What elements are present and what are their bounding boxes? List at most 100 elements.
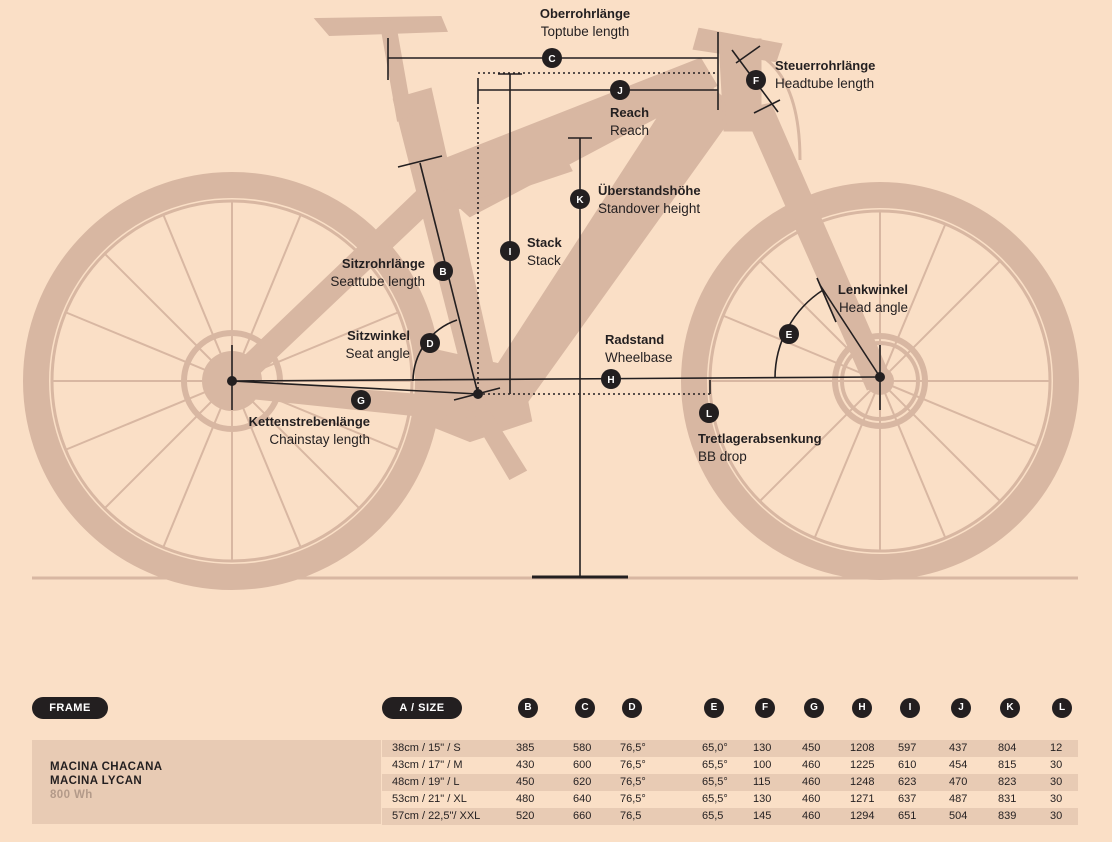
label-seattube: Sitzrohrlänge Seattube length (330, 256, 425, 289)
cell-b: 385 (516, 742, 535, 754)
badge-h: H (601, 369, 621, 389)
label-stack: Stack Stack (527, 235, 562, 268)
header-k: K (1000, 698, 1020, 718)
crank (462, 393, 528, 480)
cell-c: 620 (573, 776, 592, 788)
size-cell: 53cm / 21" / XL (392, 793, 467, 805)
cell-c: 580 (573, 742, 592, 754)
label-toptube: Oberrohrlänge Toptube length (539, 6, 631, 39)
model-name-1: MACINA CHACANA (50, 761, 163, 773)
cell-f: 130 (753, 742, 772, 754)
cell-k: 839 (998, 810, 1017, 822)
badge-f: F (746, 70, 766, 90)
header-h: H (852, 698, 872, 718)
size-cell: 48cm / 19" / L (392, 776, 460, 788)
svg-text:J: J (617, 86, 623, 97)
svg-text:D: D (426, 339, 433, 350)
wheelbase-line (231, 376, 881, 382)
cell-i: 623 (898, 776, 917, 788)
battery-label: 800 Wh (50, 789, 93, 801)
cell-j: 487 (949, 793, 968, 805)
model-name-2: MACINA LYCAN (50, 775, 143, 787)
cell-j: 454 (949, 759, 968, 771)
header-b: B (518, 698, 538, 718)
svg-text:B: B (439, 267, 446, 278)
label-seatangle: Sitzwinkel Seat angle (345, 328, 410, 361)
svg-text:H: H (607, 375, 614, 386)
cell-l: 30 (1050, 776, 1063, 788)
svg-text:I: I (509, 247, 512, 258)
header-c: C (575, 698, 595, 718)
header-d: D (622, 698, 642, 718)
svg-text:F: F (753, 76, 759, 87)
front-wheel (681, 182, 1079, 580)
cell-l: 12 (1050, 742, 1063, 754)
cell-e: 65,5° (702, 793, 728, 805)
cell-e: 65,5 (702, 810, 724, 822)
cell-i: 637 (898, 793, 917, 805)
pivot-dots (227, 372, 885, 399)
size-cell: 38cm / 15" / S (392, 742, 461, 754)
size-pill: A / SIZE (382, 697, 462, 719)
cell-d: 76,5° (620, 776, 646, 788)
svg-text:G: G (357, 396, 365, 407)
model-box (32, 740, 381, 824)
badge-j: J (610, 80, 630, 100)
cell-e: 65,0° (702, 742, 728, 754)
cell-k: 804 (998, 742, 1017, 754)
cell-b: 480 (516, 793, 535, 805)
cell-l: 30 (1050, 793, 1063, 805)
badge-k: K (570, 189, 590, 209)
svg-text:K: K (576, 195, 584, 206)
bike-silhouette (23, 15, 1079, 590)
header-i: I (900, 698, 920, 718)
cell-g: 450 (802, 742, 821, 754)
seatstay (229, 187, 444, 388)
cell-e: 65,5° (702, 776, 728, 788)
label-standover: Überstandshöhe Standover height (598, 183, 701, 216)
cell-g: 460 (802, 759, 821, 771)
cable (759, 53, 802, 161)
cell-b: 520 (516, 810, 535, 822)
cell-d: 76,5 (620, 810, 642, 822)
label-wheelbase: Radstand Wheelbase (605, 332, 673, 365)
cell-l: 30 (1050, 759, 1063, 771)
header-e: E (704, 698, 724, 718)
badge-i: I (500, 241, 520, 261)
cell-c: 640 (573, 793, 592, 805)
saddle (313, 15, 448, 37)
cell-k: 823 (998, 776, 1017, 788)
label-reach: Reach Reach (610, 105, 650, 138)
size-cell: 57cm / 22,5"/ XXL (392, 810, 481, 822)
badge-b: B (433, 261, 453, 281)
cell-d: 76,5° (620, 793, 646, 805)
cell-e: 65,5° (702, 759, 728, 771)
cell-g: 460 (802, 776, 821, 788)
cell-h: 1248 (850, 776, 875, 788)
cell-d: 76,5° (620, 759, 646, 771)
label-bbdrop: Tretlagerabsenkung BB drop (698, 431, 822, 464)
size-cell: 43cm / 17" / M (392, 759, 463, 771)
cell-j: 504 (949, 810, 968, 822)
cell-k: 831 (998, 793, 1017, 805)
badge-e: E (779, 324, 799, 344)
header-j: J (951, 698, 971, 718)
stem (718, 38, 762, 132)
svg-text:C: C (548, 54, 555, 65)
cell-j: 437 (949, 742, 968, 754)
cell-j: 470 (949, 776, 968, 788)
headangle-line (819, 284, 881, 378)
cell-h: 1271 (850, 793, 875, 805)
cell-h: 1208 (850, 742, 875, 754)
badge-d: D (420, 333, 440, 353)
cell-b: 430 (516, 759, 535, 771)
header-f: F (755, 698, 775, 718)
cell-k: 815 (998, 759, 1017, 771)
cell-i: 651 (898, 810, 917, 822)
cell-f: 100 (753, 759, 772, 771)
svg-text:E: E (786, 330, 793, 341)
